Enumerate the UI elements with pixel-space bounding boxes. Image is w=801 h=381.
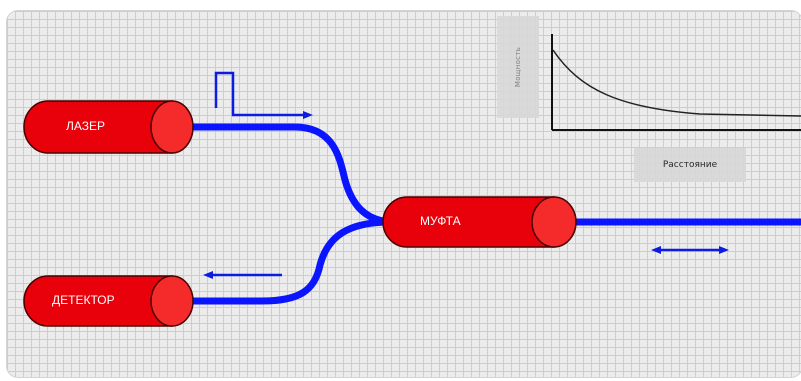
fiber-laser-to-coupler [181,123,394,226]
double-arrow-head-right [719,246,729,254]
laser-end-cap [150,100,194,154]
detector-component[interactable] [23,275,194,327]
coupler-component[interactable] [382,196,577,248]
return-arrow-head [203,271,213,279]
graph-ylabel-box: Мощность [497,16,539,118]
laser-component[interactable] [23,100,194,154]
graph-xlabel: Расстояние [634,148,746,182]
decay-curve [552,49,801,117]
pulse-symbol [214,71,305,117]
decay-graph [551,34,801,131]
laser-label: ЛАЗЕР [66,119,105,133]
detector-end-cap [150,275,194,327]
coupler-end-cap [531,196,577,248]
fiber-detector-to-coupler [181,218,394,305]
detector-label: ДЕТЕКТОР [52,293,115,307]
pulse-arrow-head [303,111,313,119]
double-arrow-head-left [651,246,661,254]
coupler-label: МУФТА [420,214,461,228]
